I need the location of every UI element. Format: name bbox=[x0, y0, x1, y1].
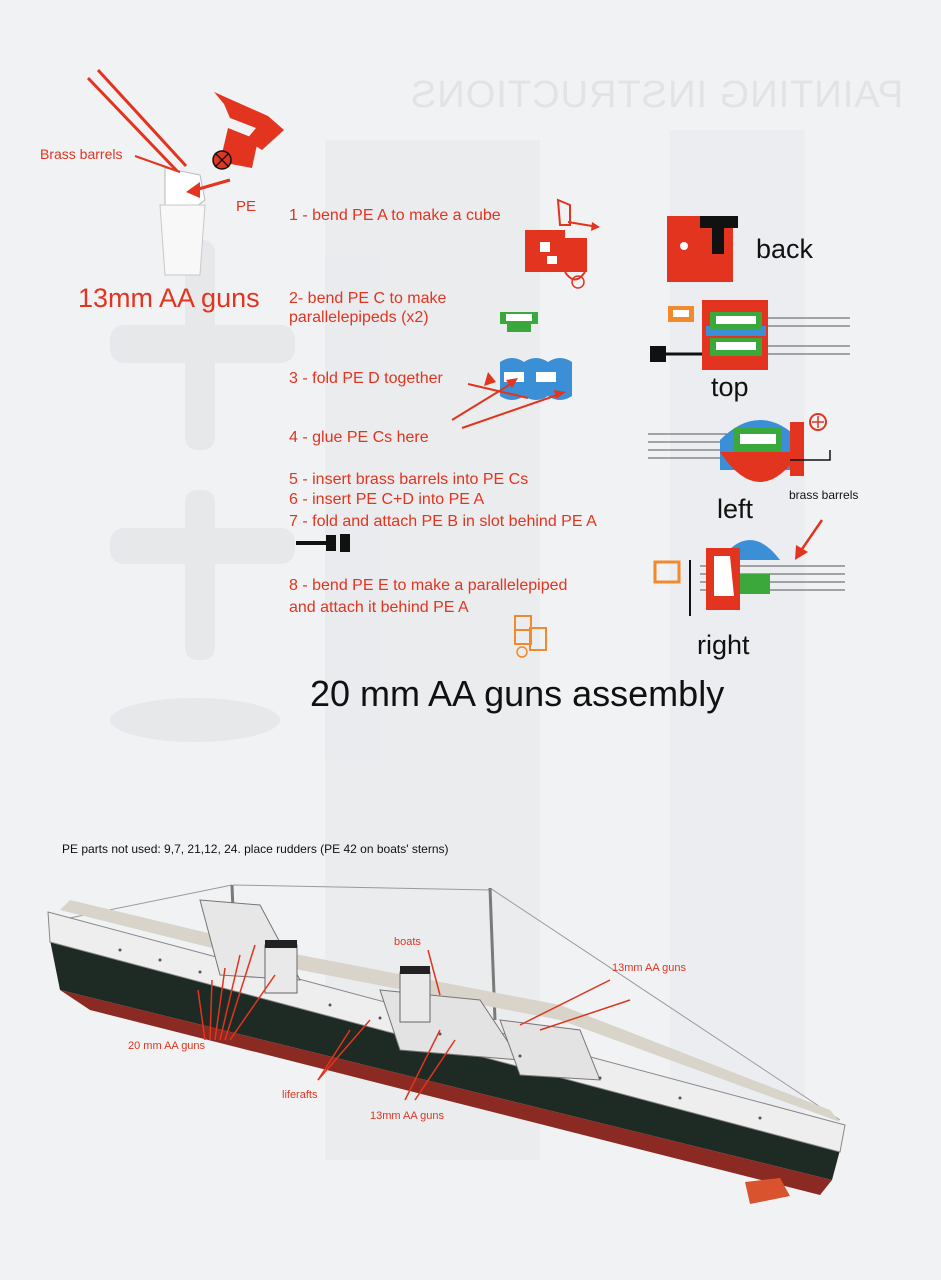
aa13-title: 13mm AA guns bbox=[78, 283, 260, 313]
step-1: 1 - bend PE A to make a cube bbox=[289, 207, 501, 224]
pe-b-part bbox=[296, 534, 350, 552]
unused-parts-note: PE parts not used: 9,7, 21,12, 24. place… bbox=[62, 842, 449, 856]
step-8-line-2: and attach it behind PE A bbox=[289, 599, 469, 616]
ship-callouts bbox=[197, 944, 631, 1101]
ship-label-liferafts: liferafts bbox=[282, 1089, 318, 1101]
step-3: 3 - fold PE D together bbox=[289, 370, 443, 387]
ship-label-20mm: 20 mm AA guns bbox=[128, 1040, 206, 1052]
step-7: 7 - fold and attach PE B in slot behind … bbox=[289, 513, 597, 530]
pe-c-part bbox=[500, 312, 538, 332]
pe-a-part bbox=[525, 198, 600, 289]
ship-label-13mm-right: 13mm AA guns bbox=[612, 962, 686, 974]
step-8-line-1: 8 - bend PE E to make a parallelepiped bbox=[289, 577, 568, 594]
view-left-label: left bbox=[717, 494, 754, 524]
left-view bbox=[648, 413, 831, 482]
pe-label: PE bbox=[236, 198, 257, 215]
step-5: 5 - insert brass barrels into PE Cs bbox=[289, 471, 529, 488]
step-4: 4 - glue PE Cs here bbox=[289, 429, 429, 446]
right-view bbox=[653, 519, 845, 616]
view-top-label: top bbox=[711, 372, 749, 402]
back-view bbox=[667, 216, 738, 282]
top-view bbox=[650, 300, 850, 370]
view-right-label: right bbox=[697, 630, 750, 660]
ship-label-13mm-bottom: 13mm AA guns bbox=[370, 1110, 444, 1122]
step-6: 6 - insert PE C+D into PE A bbox=[289, 491, 485, 508]
aa13-gun-sketch bbox=[86, 68, 284, 276]
step-2-line-1: 2- bend PE C to make bbox=[289, 290, 447, 307]
ship-label-boats: boats bbox=[394, 936, 421, 948]
step4-arrows bbox=[451, 378, 566, 429]
ghost-panels bbox=[110, 130, 805, 1160]
brass-barrels-label: Brass barrels bbox=[40, 146, 123, 162]
step-2-line-2: parallelepipeds (x2) bbox=[289, 309, 429, 326]
pe-e-part bbox=[514, 615, 547, 658]
view-brass-barrels-label: brass barrels bbox=[789, 488, 859, 502]
view-back-label: back bbox=[756, 234, 814, 264]
assembly-title: 20 mm AA guns assembly bbox=[310, 673, 725, 714]
